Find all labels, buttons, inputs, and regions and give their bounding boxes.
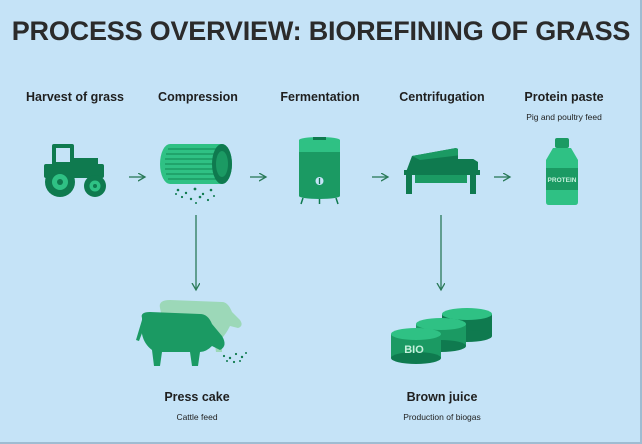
step-label-protein-paste: Protein paste — [524, 90, 604, 104]
output-label-brown-juice: Brown juice — [406, 390, 478, 404]
output-sublabel-brown-juice: Production of biogas — [403, 412, 481, 422]
fermentation-tank-icon — [299, 137, 340, 205]
bottle-label-text: PROTEIN — [548, 177, 577, 184]
step-sublabel-protein-paste: Pig and poultry feed — [526, 112, 602, 122]
protein-bottle-icon: PROTEIN — [546, 138, 578, 205]
tractor-icon — [44, 144, 106, 197]
cows-icon — [136, 300, 247, 366]
output-label-press-cake: Press cake — [164, 390, 230, 404]
page-title: PROCESS OVERVIEW: BIOREFINING OF GRASS — [11, 16, 631, 46]
tank-label-text: BIO — [404, 344, 424, 356]
bio-tanks-icon: BIO — [391, 308, 492, 364]
centrifuge-icon — [404, 148, 480, 194]
output-sublabel-press-cake: Cattle feed — [176, 412, 218, 422]
press-drum-icon — [160, 144, 232, 204]
step-label-centrifugation: Centrifugation — [399, 90, 485, 104]
step-label-fermentation: Fermentation — [280, 90, 360, 104]
step-label-compression: Compression — [158, 90, 238, 104]
step-label-harvest: Harvest of grass — [26, 90, 124, 104]
